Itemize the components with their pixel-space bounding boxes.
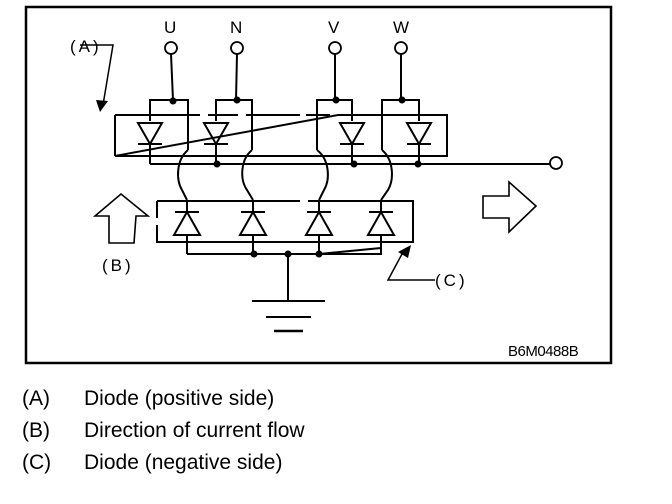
callout-label-c: (C): [435, 271, 468, 290]
negative-diode-box: [156, 200, 414, 243]
terminal-label-u: U: [164, 18, 176, 37]
positive-diode-box: [114, 114, 448, 157]
positive-diode-n: [202, 122, 230, 164]
branch-w: [381, 99, 420, 150]
callout-c-arrowhead: [398, 245, 411, 258]
callout-a-leader: [80, 44, 114, 106]
legend-text: Diode (negative side): [84, 451, 283, 474]
terminal-n-lead: [235, 53, 238, 101]
terminal-v: [328, 41, 342, 55]
terminal-label-n: N: [230, 18, 242, 37]
negative-diode-u: [172, 200, 202, 254]
positive-diode-w: [405, 122, 433, 164]
branch-v: [316, 99, 353, 150]
ground-icon: [252, 300, 325, 333]
branch-n: [215, 99, 253, 150]
callout-c-leader: [386, 253, 435, 281]
current-flow-right-arrow-icon: [482, 180, 538, 234]
legend-item-a: (A) Diode (positive side): [22, 383, 305, 415]
negative-diode-v: [304, 200, 334, 254]
crossover-u: [177, 149, 189, 201]
terminal-label-w: W: [393, 18, 409, 37]
terminal-u-lead: [170, 53, 174, 101]
legend-key: (A): [22, 387, 50, 410]
positive-diode-v: [338, 122, 366, 164]
callout-a-arrowhead: [96, 100, 108, 112]
crossover-n: [241, 149, 254, 201]
legend-key: (C): [22, 451, 52, 474]
branch-u: [149, 99, 189, 150]
figure-frame: [24, 5, 613, 365]
crossover-w: [380, 149, 393, 201]
terminal-w: [394, 41, 408, 55]
crossover-v: [316, 149, 329, 201]
legend-item-b: (B) Direction of current flow: [22, 415, 305, 447]
callout-label-a: (A): [70, 37, 102, 56]
terminal-u: [164, 41, 178, 55]
negative-diode-n: [238, 200, 268, 254]
terminal-label-v: V: [328, 18, 340, 37]
legend-item-c: (C) Diode (negative side): [22, 447, 305, 479]
junction-dots: [169, 96, 422, 258]
rectifier-diagram: U N V W (A) (B) (C) B6M0488B: [24, 5, 613, 365]
legend: (A) Diode (positive side) (B) Direction …: [22, 383, 305, 479]
positive-output-terminal: [549, 156, 563, 170]
callout-label-b: (B): [102, 256, 134, 275]
figure-code: B6M0488B: [508, 343, 579, 360]
legend-text: Direction of current flow: [84, 419, 305, 442]
legend-key: (B): [22, 419, 50, 442]
negative-diode-w: [366, 200, 396, 248]
current-flow-up-arrow-icon: [92, 192, 151, 244]
legend-text: Diode (positive side): [84, 387, 275, 410]
positive-diode-u: [136, 122, 164, 164]
terminal-n: [230, 41, 244, 55]
